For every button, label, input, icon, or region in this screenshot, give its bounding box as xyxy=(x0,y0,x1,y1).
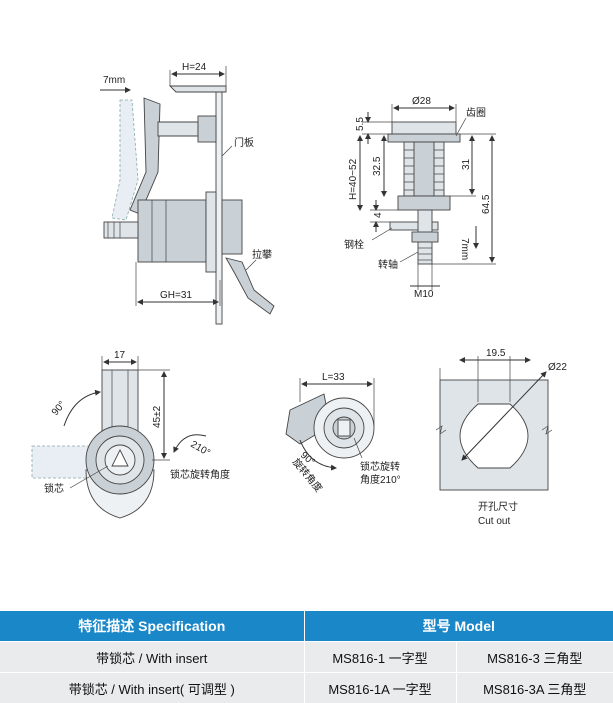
label-pin: 钢栓 xyxy=(344,238,364,251)
pull-handle xyxy=(225,257,275,315)
dim-gh: GH=31 xyxy=(160,290,192,301)
dim-m10: M10 xyxy=(414,289,434,300)
spec-table: 特征描述 Specification 型号 Model 带锁芯 / With i… xyxy=(0,611,613,703)
gear-ring xyxy=(387,133,461,143)
rear-nut xyxy=(221,199,243,255)
label-core-rotate-1: 锁芯旋转 xyxy=(360,460,400,473)
dim-32-5: 32.5 xyxy=(372,156,383,176)
dim-64-5: 64.5 xyxy=(481,194,492,214)
label-cutout-cn: 开孔尺寸 xyxy=(478,500,518,513)
label-door: 门板 xyxy=(234,136,254,149)
nut xyxy=(397,195,451,211)
dim-d28: Ø28 xyxy=(412,96,431,107)
cutout-hole xyxy=(459,403,529,469)
steel-pin xyxy=(389,221,439,231)
dim-d22: Ø22 xyxy=(548,362,567,373)
cutout-view: 19.5 Ø22 开孔尺寸 Cut out xyxy=(435,348,567,527)
lock-body xyxy=(137,199,207,263)
side-view: H=24 7mm 门板 拉攀 GH=31 xyxy=(100,62,275,325)
upper-cam xyxy=(157,121,199,137)
table-header-row: 特征描述 Specification 型号 Model xyxy=(0,611,613,642)
shaft-pin xyxy=(103,221,139,239)
dim-7mm: 7mm xyxy=(103,75,125,86)
angle-210-front: 210° xyxy=(189,439,212,459)
dim-h-range: H=40~52 xyxy=(348,158,359,200)
header-spec: 特征描述 Specification xyxy=(0,611,304,642)
cell-model-a: MS816-1 一字型 xyxy=(303,641,456,673)
technical-drawing: H=24 7mm 门板 拉攀 GH=31 xyxy=(31,62,567,527)
dim-4: 4 xyxy=(373,212,384,218)
cell-model-b: MS816-3 三角型 xyxy=(455,641,613,673)
flange xyxy=(205,191,217,273)
label-handle: 拉攀 xyxy=(252,248,272,261)
dim-5-5: 5.5 xyxy=(355,117,366,131)
dim-19-5: 19.5 xyxy=(486,348,506,359)
header-model: 型号 Model xyxy=(303,611,613,642)
label-core: 锁芯 xyxy=(44,482,64,495)
upper-nut xyxy=(197,115,217,143)
label-cutout-en: Cut out xyxy=(478,516,510,527)
top-flange xyxy=(391,121,457,135)
rear-view: L=33 90° 旋转角度 锁芯旋转 角度210° xyxy=(285,372,401,495)
dim-45: 45±2 xyxy=(152,405,163,428)
angle-90-front: 90° xyxy=(50,399,68,418)
ghost-handle xyxy=(111,99,139,221)
label-rotation: 锁芯旋转角度 xyxy=(170,468,230,481)
front-view: 17 45±2 90° 210° 锁芯旋转角度 锁芯 xyxy=(31,350,230,519)
label-gear: 齿圈 xyxy=(466,107,486,119)
label-shaft: 转轴 xyxy=(378,258,398,271)
dim-31: 31 xyxy=(461,158,472,170)
cell-spec: 带锁芯 / With insert xyxy=(0,641,304,673)
door-plate xyxy=(215,91,223,325)
dim-7mm-section: 7mm xyxy=(459,238,470,260)
label-core-rotate-2: 角度210° xyxy=(360,473,401,486)
dim-17: 17 xyxy=(114,350,126,361)
dim-h: H=24 xyxy=(182,62,207,73)
triangle-icon xyxy=(111,448,129,467)
cell-model-b: MS816-3A 三角型 xyxy=(455,672,613,703)
cell-spec: 带锁芯 / With insert( 可调型 ) xyxy=(0,672,304,703)
dim-l: L=33 xyxy=(322,372,345,383)
cell-model-a: MS816-1A 一字型 xyxy=(303,672,456,703)
section-view: Ø28 齿圈 5.5 32.5 H=40~52 4 31 64.5 7mm 钢栓 xyxy=(344,96,496,300)
rear-slot xyxy=(337,419,351,437)
top-bracket xyxy=(168,85,227,93)
table-row: 带锁芯 / With insert( 可调型 ) MS816-1A 一字型 MS… xyxy=(0,672,613,703)
table-row: 带锁芯 / With insert MS816-1 一字型 MS816-3 三角… xyxy=(0,641,613,673)
